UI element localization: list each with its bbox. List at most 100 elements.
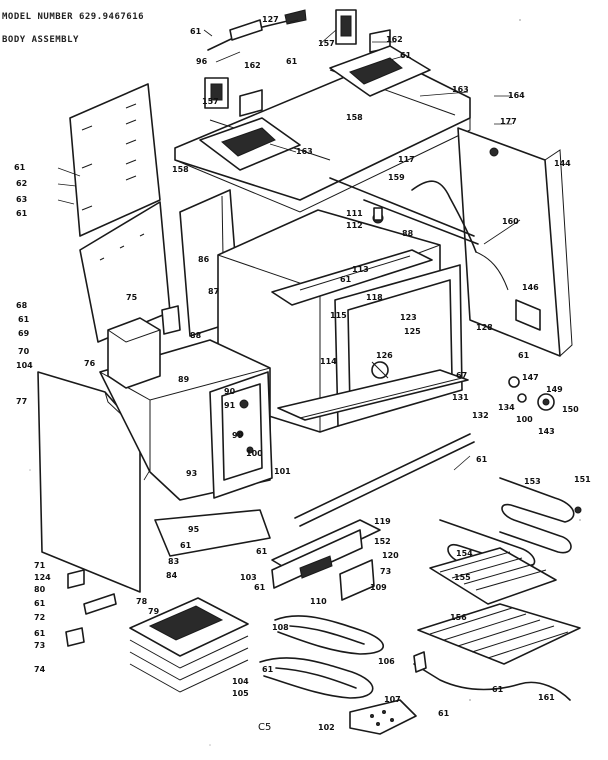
oven-rack-upper [429,547,557,605]
part-label-155: 155 [454,573,471,582]
part-label-147: 147 [522,373,539,382]
part-label-120: 120 [382,551,399,560]
part-label-80: 80 [34,585,46,594]
left-small-parts [65,569,117,647]
part-label-67: 67 [456,371,467,380]
part-label-123: 123 [400,313,417,322]
part-label-111: 111 [346,209,363,218]
burner-box-rear [329,9,431,97]
part-label-126: 126 [376,351,393,360]
part-label-134: 134 [498,403,515,412]
part-label-101: 101 [274,467,291,476]
leader-lines [57,19,521,481]
part-label-154: 154 [456,549,473,558]
part-label-88: 88 [402,229,414,238]
part-label-157: 157 [202,97,219,106]
lower-burner-106 [274,615,384,655]
part-label-61: 61 [16,209,28,218]
lower-burner-107 [259,657,374,699]
part-label-93: 93 [186,469,197,478]
part-label-164: 164 [508,91,525,100]
part-label-100: 100 [246,449,263,458]
part-label-99: 99 [232,431,244,440]
part-label-162: 162 [244,61,261,70]
part-label-163: 163 [452,85,469,94]
part-label-72: 72 [34,613,45,622]
part-label-151: 151 [574,475,591,484]
part-label-61: 61 [34,629,46,638]
part-label-158: 158 [172,165,189,174]
part-label-61: 61 [14,163,26,172]
part-label-104: 104 [232,677,249,686]
part-label-61: 61 [256,547,268,556]
part-label-177: 177 [500,117,517,126]
part-label-143: 143 [538,427,555,436]
part-label-131: 131 [452,393,469,402]
control-manifold [271,519,381,601]
side-rail [294,433,475,527]
part-label-163: 163 [296,147,313,156]
part-label-96: 96 [196,57,208,66]
part-label-61: 61 [492,685,504,694]
oven-rack-lower [417,603,581,665]
part-label-117: 117 [398,155,415,164]
part-label-90: 90 [224,387,236,396]
part-label-161: 161 [538,693,555,702]
part-label-61: 61 [518,351,530,360]
burner-box-front [199,77,301,171]
part-label-84: 84 [166,571,178,580]
part-label-71: 71 [34,561,46,570]
part-label-102: 102 [318,723,335,732]
part-label-105: 105 [232,689,249,698]
part-label-61: 61 [400,51,412,60]
part-label-61: 61 [18,315,30,324]
part-label-73: 73 [380,567,391,576]
broiler-drawer [129,597,249,693]
part-label-77: 77 [16,397,27,406]
valve-knobs [508,376,555,411]
part-label-88: 88 [190,331,202,340]
part-label-61: 61 [180,541,192,550]
part-label-119: 119 [374,517,391,526]
top-trim-frame [271,249,433,306]
page-code: C5 [258,722,271,733]
bottom-pan [277,369,469,421]
part-label-112: 112 [346,221,363,230]
part-label-69: 69 [18,329,30,338]
part-label-61: 61 [254,583,266,592]
part-label-87: 87 [208,287,219,296]
part-label-162: 162 [386,35,403,44]
part-label-75: 75 [126,293,138,302]
part-label-70: 70 [18,347,30,356]
bake-element [499,477,582,554]
part-label-159: 159 [388,173,405,182]
part-label-127: 127 [262,15,279,24]
part-label-110: 110 [310,597,327,606]
part-label-61: 61 [438,709,450,718]
left-front-panel [37,371,141,593]
part-label-113: 113 [352,265,369,274]
part-label-74: 74 [34,665,46,674]
part-label-61: 61 [190,27,202,36]
cross-rod-111 [329,177,479,245]
part-label-104: 104 [16,361,33,370]
model-number-header: MODEL NUMBER 629.9467616 [2,12,144,22]
part-label-157: 157 [318,39,335,48]
element-wire-161 [413,651,571,701]
part-label-95: 95 [188,525,200,534]
part-label-150: 150 [562,405,579,414]
part-label-132: 132 [472,411,489,420]
part-label-61: 61 [34,599,46,608]
part-label-124: 124 [34,573,51,582]
part-label-68: 68 [16,301,28,310]
left-side-panel [69,83,161,237]
wire-harness [411,180,509,291]
part-label-86: 86 [198,255,210,264]
part-label-146: 146 [522,283,539,292]
part-number-labels: 61 96 127 157 162 61 162 61 157 163 164 177 158 163 15… [14,15,591,732]
part-label-152: 152 [374,537,391,546]
part-label-78: 78 [136,597,148,606]
assembly-title: BODY ASSEMBLY [2,35,79,45]
part-label-100: 100 [516,415,533,424]
part-label-107: 107 [384,695,401,704]
